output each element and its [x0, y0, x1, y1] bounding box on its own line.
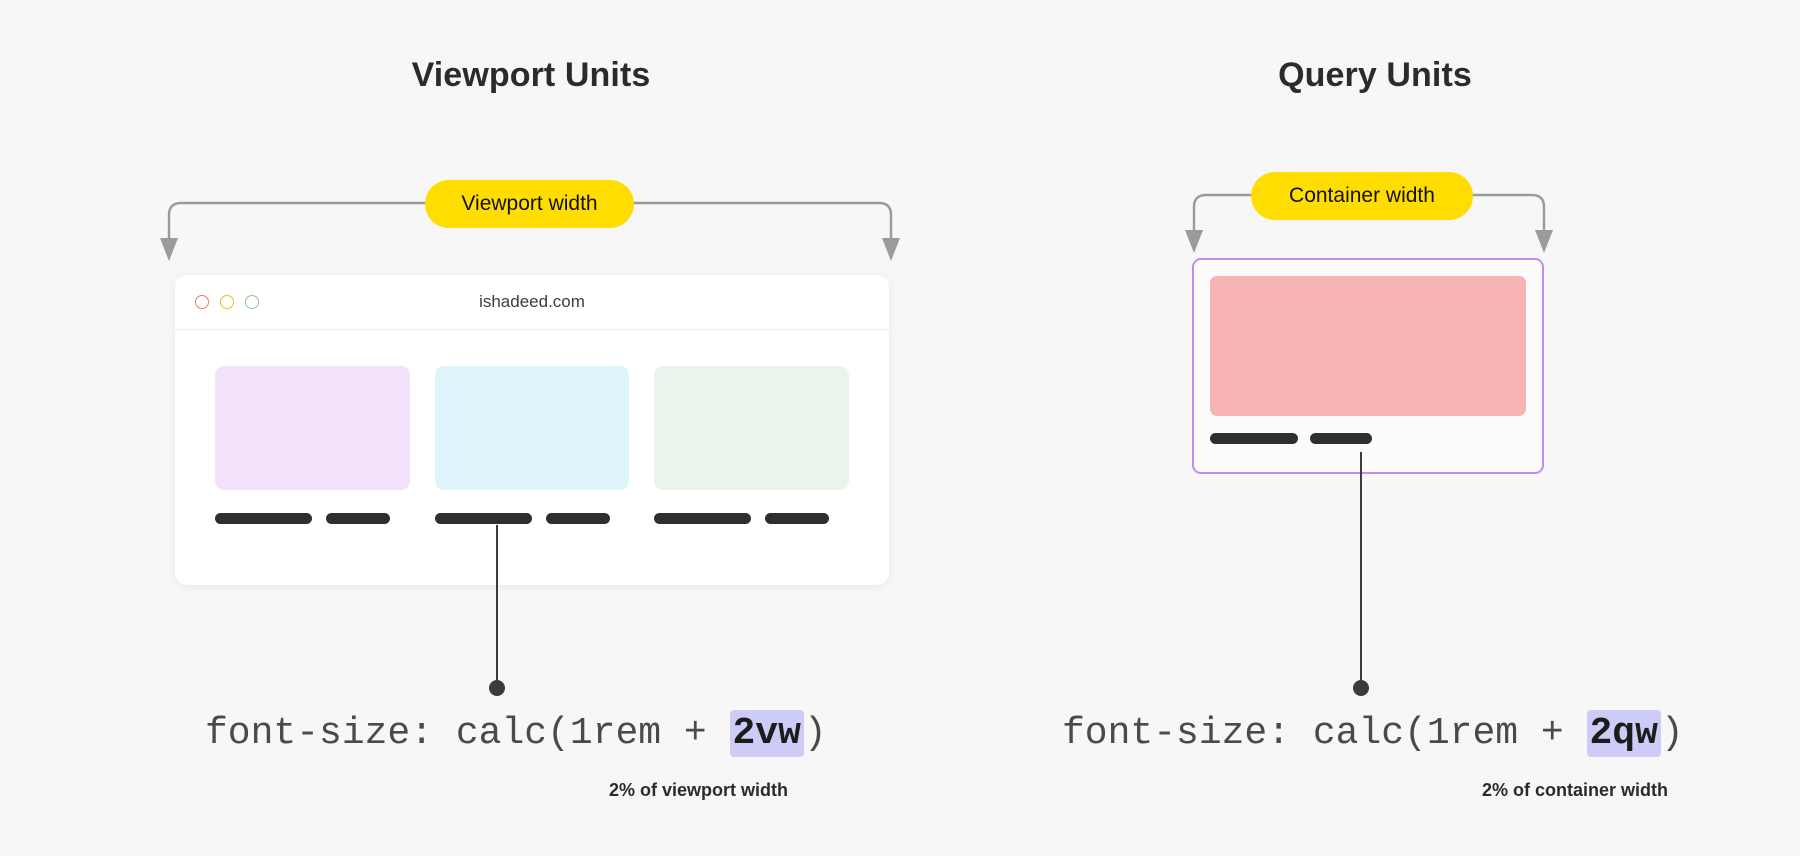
address-bar-url[interactable]: ishadeed.com: [479, 292, 585, 311]
code-snippet-viewport: font-size: calc(1rem + 2vw): [205, 710, 827, 757]
content-card: [215, 366, 410, 585]
leader-dot-query: [1353, 680, 1369, 696]
traffic-light-controls: [195, 295, 259, 309]
container-query-mockup: [1192, 258, 1544, 474]
card-text-placeholder: [434, 513, 630, 524]
code-prefix: font-size: calc(1rem +: [205, 712, 730, 755]
card-text-placeholder: [1210, 433, 1526, 444]
browser-viewport-content: [175, 330, 889, 585]
maximize-window-icon[interactable]: [245, 295, 259, 309]
text-bar-long: [215, 513, 312, 524]
text-bar-long: [654, 513, 752, 524]
minimize-window-icon[interactable]: [220, 295, 234, 309]
badge-container-width: Container width: [1251, 172, 1473, 220]
content-card: [654, 366, 850, 585]
page-title-query-units: Query Units: [1278, 56, 1472, 94]
page-title-viewport-units: Viewport Units: [411, 56, 651, 94]
text-bar-short: [545, 513, 610, 524]
card-thumbnail-salmon: [1210, 276, 1526, 416]
text-bar-short: [1310, 433, 1372, 444]
browser-titlebar: ishadeed.com: [175, 275, 889, 330]
text-bar-long: [434, 513, 532, 524]
browser-window-mockup: ishadeed.com: [175, 275, 889, 585]
code-snippet-query: font-size: calc(1rem + 2qw): [1062, 710, 1684, 757]
content-card: [434, 366, 630, 585]
text-bar-short: [765, 513, 830, 524]
card-thumbnail-mint: [654, 366, 850, 490]
leader-line-query: [1360, 452, 1363, 687]
code-highlight-unit: 2qw: [1586, 710, 1661, 757]
text-bar-long: [1210, 433, 1298, 444]
leader-line-viewport: [496, 525, 499, 687]
leader-dot-viewport: [489, 680, 505, 696]
code-prefix: font-size: calc(1rem +: [1062, 712, 1587, 755]
card-thumbnail-lavender: [215, 366, 410, 490]
text-bar-short: [326, 513, 390, 524]
caption-viewport-percentage: 2% of viewport width: [609, 780, 789, 800]
card-text-placeholder: [215, 513, 410, 524]
code-suffix: ): [1660, 712, 1684, 755]
card-text-placeholder: [654, 513, 849, 524]
code-suffix: ): [803, 712, 827, 755]
close-window-icon[interactable]: [195, 295, 209, 309]
code-highlight-unit: 2vw: [729, 710, 804, 757]
badge-viewport-width: Viewport width: [425, 180, 634, 228]
card-thumbnail-cyan: [434, 366, 630, 490]
caption-container-percentage: 2% of container width: [1482, 780, 1669, 800]
